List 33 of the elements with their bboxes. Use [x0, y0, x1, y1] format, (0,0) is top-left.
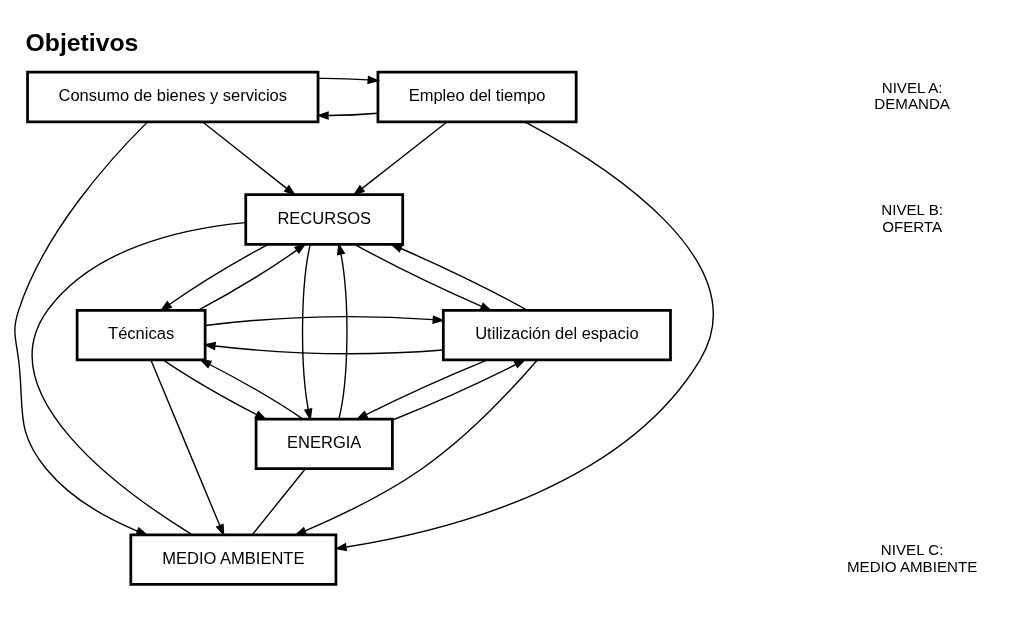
arrow: [159, 243, 268, 311]
node-box: RECURSOS: [243, 192, 404, 246]
arrow: [353, 243, 493, 311]
node-box: Empleo del tiempo: [376, 70, 578, 123]
arrow: [198, 358, 304, 420]
arrow: [202, 341, 444, 354]
arrow: [293, 358, 538, 535]
diagram-title: Objetivos: [25, 28, 138, 56]
arrow: [391, 358, 526, 421]
node-box: Consumo de bienes y servicios: [25, 70, 319, 123]
arrow: [201, 120, 296, 196]
label: NIVEL A: DEMANDA: [873, 78, 950, 112]
node-box: MEDIO AMBIENTE: [128, 532, 337, 586]
node-box: ENERGIA: [254, 417, 394, 470]
connector: [31, 221, 246, 535]
label: NIVEL B: OFERTA: [880, 200, 943, 235]
node-box: Técnicas: [75, 308, 207, 361]
arrow: [389, 243, 528, 311]
arrow: [333, 120, 714, 551]
node-box: Utilización del espacio: [441, 308, 672, 361]
arrow: [162, 358, 267, 420]
connector: [251, 468, 306, 535]
arrow: [13, 120, 148, 535]
arrow: [301, 243, 312, 421]
arrow: [196, 242, 306, 311]
arrow: [315, 110, 379, 120]
arrow: [317, 75, 380, 84]
label: NIVEL C: MEDIO AMBIENTE: [846, 540, 977, 575]
arrow: [352, 120, 448, 196]
arrow: [336, 242, 348, 420]
arrow: [149, 359, 224, 537]
arrow: [204, 314, 445, 326]
arrow: [355, 358, 488, 420]
